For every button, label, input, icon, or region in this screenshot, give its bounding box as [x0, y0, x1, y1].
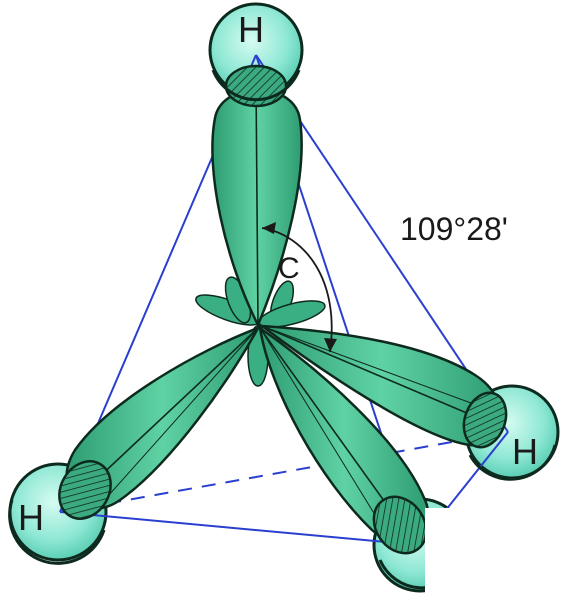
hydrogen-label-right: H — [512, 431, 538, 472]
carbon-atom-label: C — [278, 252, 300, 285]
hydrogen-label-left: H — [18, 497, 44, 538]
atom-outlines-front — [8, 69, 557, 590]
arrowhead-top-icon — [262, 222, 276, 234]
corner-occlusion — [425, 508, 562, 595]
bond-angle-label: 109°28' — [400, 211, 508, 247]
small-back-lobes — [195, 276, 326, 387]
hydrogen-label-top: H — [238, 9, 264, 50]
arrowhead-bottom-icon — [324, 338, 337, 352]
bond-angle-arc — [261, 222, 337, 353]
orbital-lobe-left — [65, 325, 261, 510]
